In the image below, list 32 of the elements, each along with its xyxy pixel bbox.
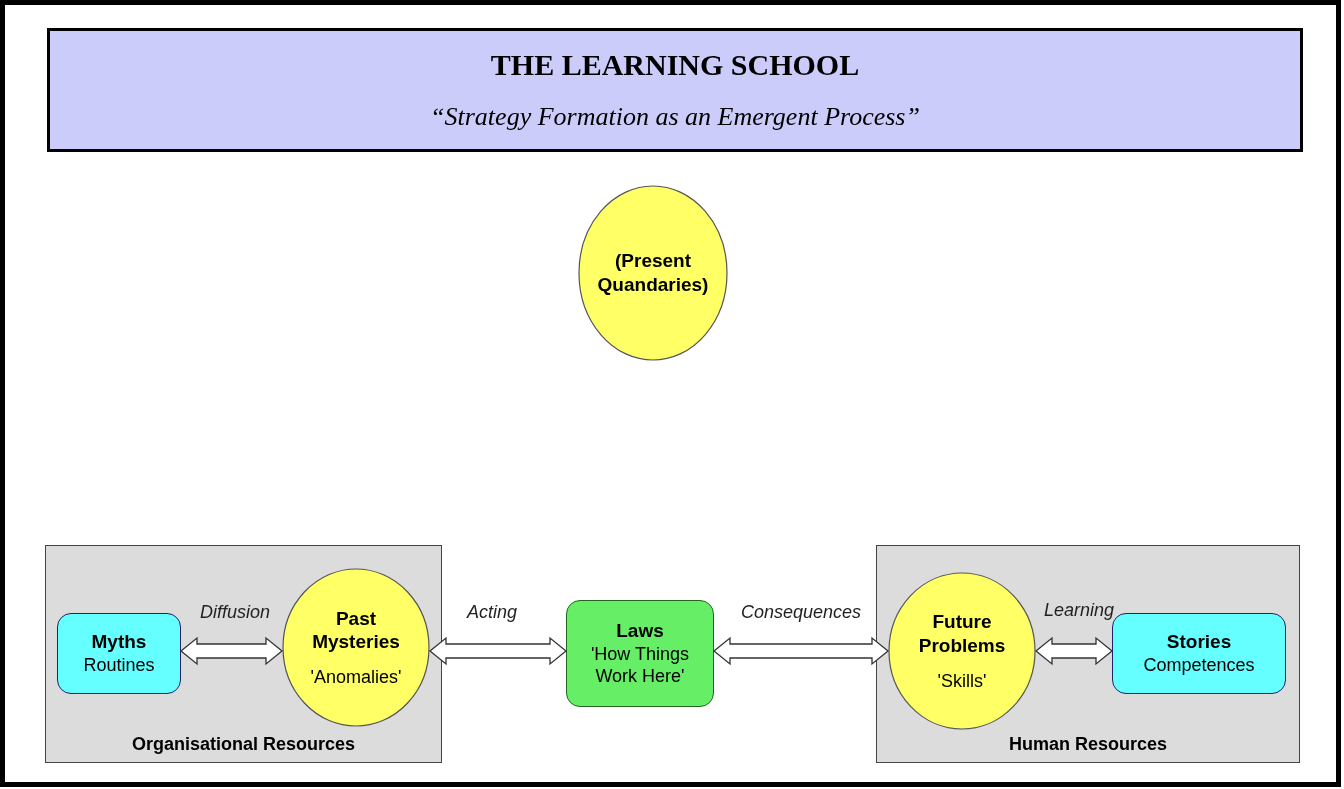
- double-block-arrow: [179, 636, 284, 666]
- node-subtext: Routines: [83, 654, 155, 677]
- node-subtext: 'Anomalies': [310, 666, 402, 689]
- group-panel: [876, 545, 1300, 763]
- title-banner: [47, 28, 1303, 152]
- group-label: Human Resources: [1007, 733, 1169, 756]
- title-text: THE LEARNING SCHOOL: [490, 50, 860, 80]
- ellipse-node: [888, 572, 1036, 730]
- group-label: Organisational Resources: [130, 733, 357, 756]
- ellipse-node: [282, 568, 430, 727]
- node-subtext: 'Skills': [937, 669, 987, 692]
- double-block-arrow: [712, 636, 890, 666]
- node-heading: Myths: [91, 630, 147, 655]
- node-heading: Past Mysteries: [311, 606, 401, 654]
- node-subtext: Competences: [1143, 654, 1255, 677]
- ellipse-node: [578, 185, 728, 361]
- edge-label: Consequences: [740, 600, 862, 624]
- node-heading: Future Problems: [917, 610, 1007, 658]
- edge-label: Diffusion: [200, 600, 270, 624]
- double-block-arrow: [1034, 636, 1114, 666]
- node-heading: Laws: [616, 619, 664, 643]
- subtitle-text: “Strategy Formation as an Emergent Process”: [430, 104, 920, 130]
- node-heading: (Present Quandaries): [597, 249, 709, 297]
- node-subtext: 'How Things Work Here': [589, 642, 691, 688]
- rounded-box: [1112, 613, 1286, 694]
- rounded-box: [566, 600, 714, 707]
- node-heading: Stories: [1166, 630, 1232, 655]
- edge-label: Acting: [467, 600, 517, 624]
- group-panel: [45, 545, 442, 763]
- edge-label: Learning: [1043, 598, 1115, 622]
- rounded-box: [57, 613, 181, 694]
- double-block-arrow: [428, 636, 568, 666]
